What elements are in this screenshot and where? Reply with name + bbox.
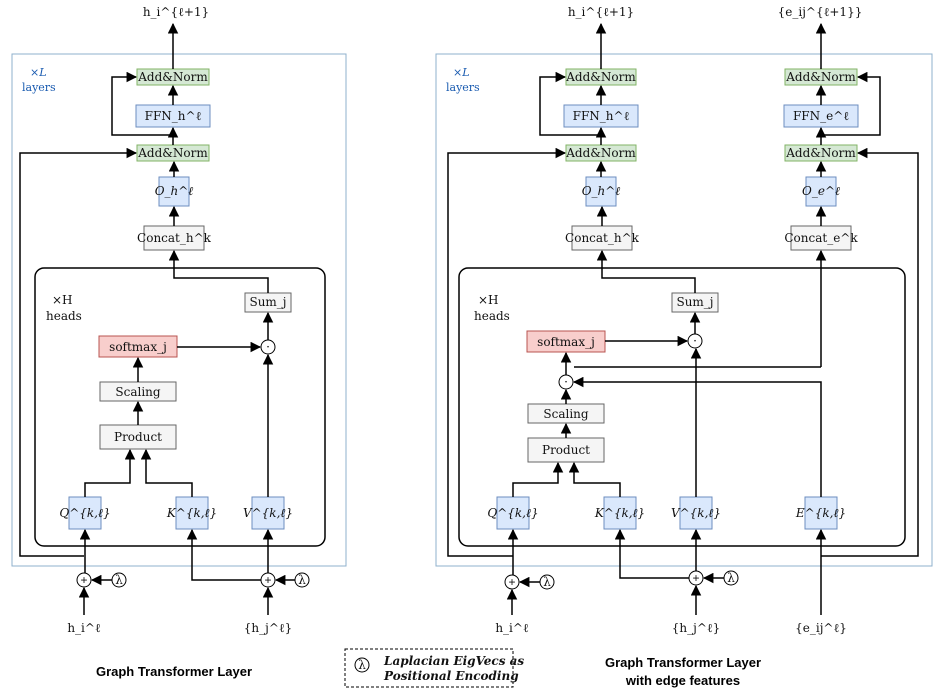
- right-layers-mult: ×L: [453, 66, 470, 79]
- left-plus-h-symbol: +: [80, 573, 87, 587]
- left-v: V^{k,ℓ}: [243, 506, 293, 520]
- right-addnorm-mid-h: Add&Norm: [565, 146, 636, 160]
- right-concat-e-box: [790, 225, 852, 251]
- left-layer-frame: [11, 53, 347, 567]
- legend-line2: Positional Encoding: [383, 669, 519, 683]
- right-ffn-e: FFN_e^ℓ: [793, 109, 849, 123]
- right-plus-h-symbol: +: [508, 575, 515, 589]
- left-k: K^{k,ℓ}: [166, 506, 217, 520]
- left-output-h: h_i^{ℓ+1}: [143, 5, 209, 19]
- left-heads-frame: [34, 267, 326, 547]
- left-diagram: ×L layers ×H heads h_i^{ℓ+1} Add&Norm FF…: [11, 5, 347, 679]
- left-caption: Graph Transformer Layer: [96, 664, 252, 679]
- right-connectors: [447, 22, 919, 615]
- left-heads-word: heads: [46, 309, 82, 323]
- left-heads-mult: ×H: [52, 293, 73, 307]
- left-sum: Sum_j: [249, 295, 286, 309]
- right-dot-top-symbol: ·: [693, 334, 697, 348]
- left-connectors: [19, 22, 295, 615]
- left-o: O_h^ℓ: [155, 184, 194, 198]
- right-output-e: {e_ij^{ℓ+1}}: [778, 5, 863, 19]
- legend: λ Laplacian EigVecs as Positional Encodi…: [344, 648, 524, 688]
- right-layer-frame: [435, 53, 933, 567]
- left-o-box: [158, 176, 190, 207]
- right-k: K^{k,ℓ}: [594, 506, 645, 520]
- right-q-box: [496, 496, 530, 530]
- right-softmax: softmax_j: [537, 335, 595, 349]
- legend-box: [344, 648, 514, 688]
- left-product-box: [99, 424, 177, 450]
- right-input-e: {e_ij^ℓ}: [795, 621, 847, 635]
- right-input-h: h_i^ℓ: [495, 621, 529, 635]
- right-o-e-box: [805, 176, 837, 207]
- right-addnorm-top-e: Add&Norm: [785, 70, 856, 84]
- right-output-h: h_i^{ℓ+1}: [568, 5, 634, 19]
- right-v: V^{k,ℓ}: [671, 506, 721, 520]
- right-o-e: O_e^ℓ: [802, 184, 840, 198]
- right-heads-frame: [458, 267, 906, 547]
- left-dot-symbol: ·: [266, 340, 270, 354]
- left-input-hj: {h_j^ℓ}: [244, 621, 293, 635]
- right-caption-line2: with edge features: [625, 673, 740, 688]
- left-k-box: [175, 496, 209, 530]
- right-concat-h: Concat_h^k: [565, 231, 640, 245]
- right-lambda-h-symbol: λ: [543, 575, 551, 589]
- left-layers-word: layers: [22, 81, 56, 94]
- left-layers-mult: ×L: [30, 66, 47, 79]
- left-ffn: FFN_h^ℓ: [145, 109, 202, 123]
- right-scaling: Scaling: [543, 407, 589, 421]
- right-plus-hj-symbol: +: [692, 571, 699, 585]
- right-product-box: [527, 437, 605, 463]
- left-lambda-h-symbol: λ: [115, 573, 123, 587]
- legend-lambda-circle: [354, 657, 370, 673]
- right-heads-mult: ×H: [478, 293, 499, 307]
- left-product: Product: [114, 430, 162, 444]
- right-sum: Sum_j: [676, 295, 713, 309]
- right-diagram: ×L layers ×H heads h_i^{ℓ+1} {e_ij^{ℓ+1}…: [435, 5, 933, 688]
- right-o-h: O_h^ℓ: [582, 184, 621, 198]
- left-addnorm-top: Add&Norm: [137, 70, 208, 84]
- left-softmax: softmax_j: [109, 340, 167, 354]
- left-concat: Concat_h^k: [137, 231, 212, 245]
- right-dot-mid-symbol: ·: [564, 375, 568, 389]
- legend-lambda-symbol: λ: [358, 658, 366, 672]
- left-input-h: h_i^ℓ: [67, 621, 101, 635]
- right-heads-word: heads: [474, 309, 510, 323]
- right-e-box: [804, 496, 838, 530]
- right-concat-e: Concat_e^k: [784, 231, 858, 245]
- left-addnorm-mid: Add&Norm: [137, 146, 208, 160]
- right-product: Product: [542, 443, 590, 457]
- right-q: Q^{k,ℓ}: [487, 506, 538, 520]
- right-addnorm-top-h: Add&Norm: [565, 70, 636, 84]
- right-addnorm-mid-e: Add&Norm: [785, 146, 856, 160]
- right-o-h-box: [585, 176, 617, 207]
- right-lambda-hj-symbol: λ: [727, 571, 735, 585]
- right-layers-word: layers: [446, 81, 480, 94]
- right-caption-line1: Graph Transformer Layer: [605, 655, 761, 670]
- left-scaling: Scaling: [115, 385, 161, 399]
- left-lambda-hj-symbol: λ: [298, 573, 306, 587]
- left-q: Q^{k,ℓ}: [59, 506, 110, 520]
- right-input-hj: {h_j^ℓ}: [672, 621, 721, 635]
- right-e: E^{k,ℓ}: [795, 506, 846, 520]
- right-ffn-h: FFN_h^ℓ: [573, 109, 630, 123]
- right-concat-h-box: [571, 225, 633, 251]
- left-plus-hj-symbol: +: [264, 573, 271, 587]
- legend-line1: Laplacian EigVecs as: [383, 654, 524, 668]
